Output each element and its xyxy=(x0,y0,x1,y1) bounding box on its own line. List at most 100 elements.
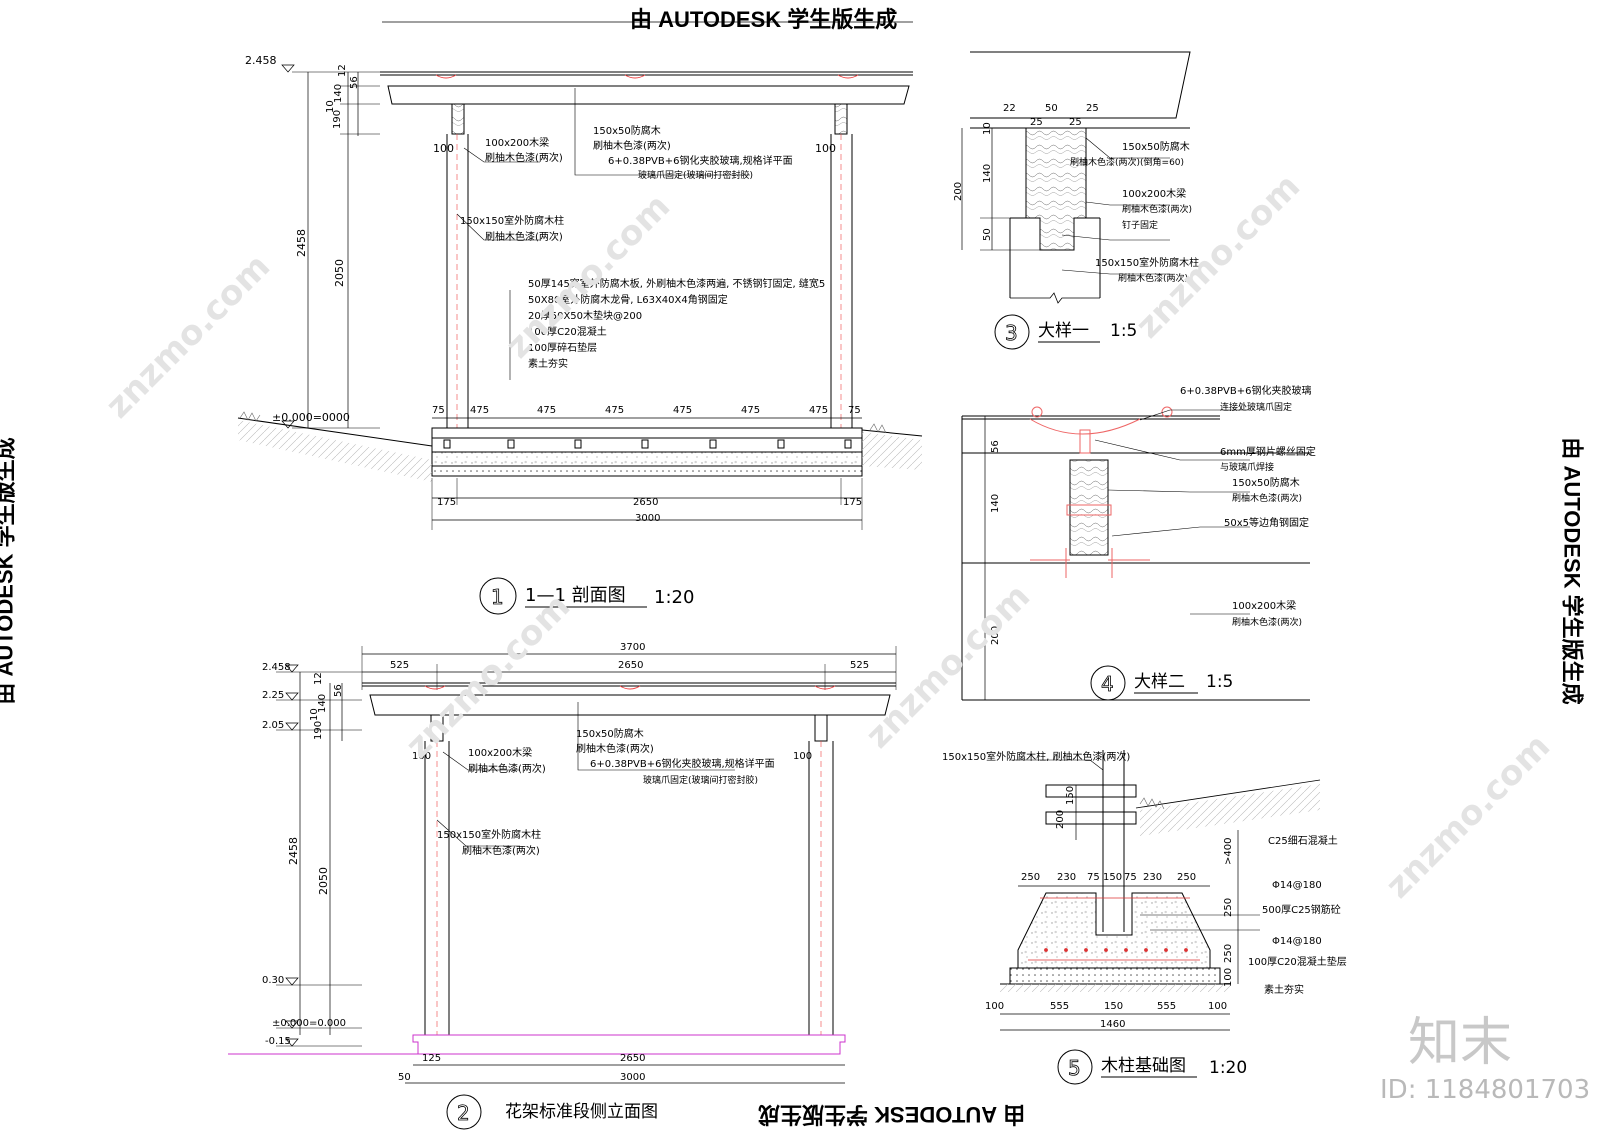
detail-4-text: 56 140 200 6+0.38PVB+6钢化夹胶玻璃 连接处玻璃爪固定 6m… xyxy=(990,384,1316,701)
d5-bot-100b: 100 xyxy=(1208,1001,1227,1012)
s1-beam-line-2: 刷柚木色漆(两次) xyxy=(485,151,563,164)
s1-glass-line-2: 刷柚木色漆(两次) xyxy=(593,139,671,152)
s1-dim-12: 12 xyxy=(337,64,348,77)
autodesk-stamp-left: 由 AUTODESK 学生版生成 xyxy=(0,437,18,704)
s1-floor-6: 素土夯实 xyxy=(528,357,568,370)
s1-top-dim-7: 75 xyxy=(848,405,861,416)
s2-level-225: 2.25 xyxy=(262,690,284,701)
d3-label-1: 150x50防腐木 xyxy=(1122,140,1190,153)
s1-top-dim-0: 75 xyxy=(432,405,445,416)
s1-top-dim-6: 475 xyxy=(809,405,828,416)
d4-title-scale: 1:5 xyxy=(1206,672,1233,692)
s2-dim-12: 12 xyxy=(313,672,324,685)
site-watermark-2: znzmo.com xyxy=(498,186,678,366)
s1-dim-10: 10 xyxy=(325,100,336,113)
d5-label-6: 素土夯实 xyxy=(1264,983,1304,996)
s2-dim-10: 10 xyxy=(309,708,320,721)
s2-level-205: 2.05 xyxy=(262,720,284,731)
s2-beam-line-1: 100x200木梁 xyxy=(468,746,532,759)
d3-dim-25a: 25 xyxy=(1086,103,1099,114)
d5-label-4: Φ14@180 xyxy=(1272,936,1322,947)
detail-3-drawing xyxy=(961,51,1191,304)
s2-post-line-2: 刷柚木色漆(两次) xyxy=(462,844,540,857)
s2-dim-2458: 2458 xyxy=(287,837,300,865)
s1-dim-140: 140 xyxy=(333,84,344,103)
s1-top-dim-2: 475 xyxy=(537,405,556,416)
s1-title-scale: 1:20 xyxy=(654,587,694,608)
s1-top-dim-5: 475 xyxy=(741,405,760,416)
s2-dim-190: 190 xyxy=(313,721,324,740)
d4-label-8: 100x200木梁 xyxy=(1232,599,1296,612)
d5-label-2: Φ14@180 xyxy=(1272,880,1322,891)
s1-post-line-2: 刷柚木色漆(两次) xyxy=(485,230,563,243)
s1-post-line-1: 150x150室外防腐木柱 xyxy=(460,214,564,227)
site-watermarks: znzmo.com znzmo.com znzmo.com znzmo.com … xyxy=(98,166,1558,906)
s1-floor-5: 100厚碎石垫层 xyxy=(528,341,597,354)
s2-bot-dim-3000: 3000 xyxy=(620,1072,645,1083)
s1-glass-line-3: 6+0.38PVB+6钢化夹胶玻璃,规格详平面 xyxy=(608,154,793,167)
s1-bot-dim-1: 2650 xyxy=(633,497,658,508)
s2-beam-line-2: 刷柚木色漆(两次) xyxy=(468,762,546,775)
d3-title: 大样一 xyxy=(1038,321,1089,341)
d4-title: 大样二 xyxy=(1134,672,1185,692)
site-watermark-6: znzmo.com xyxy=(1378,726,1558,906)
s1-dim-2050: 2050 xyxy=(333,259,346,287)
s2-bot-dim-125: 125 xyxy=(422,1053,441,1064)
d3-title-scale: 1:5 xyxy=(1110,321,1137,341)
s1-bot-dim-0: 175 xyxy=(437,497,456,508)
d3-label-6: 150x150室外防腐木柱 xyxy=(1095,256,1199,269)
s1-post-dim-right: 100 xyxy=(815,142,836,155)
s2-dim-525-left: 525 xyxy=(390,660,409,671)
s2-dim-3700: 3700 xyxy=(620,642,645,653)
d3-dim-25b: 25 xyxy=(1030,117,1043,128)
s1-dim-total: 3000 xyxy=(635,513,660,524)
d4-label-4: 与玻璃爪焊接 xyxy=(1220,461,1274,473)
d5-bot-555b: 555 xyxy=(1157,1001,1176,1012)
s1-floor-1: 50厚145宽室外防腐木板, 外刷柚木色漆两遍, 不锈钢钉固定, 缝宽5 xyxy=(528,277,825,290)
s2-dim-56: 56 xyxy=(333,684,344,697)
s2-bot-dim-50: 50 xyxy=(398,1072,411,1083)
s1-dim-56: 56 xyxy=(349,76,360,89)
d4-label-9: 刷柚木色漆(两次) xyxy=(1232,616,1302,628)
s2-glass-line-3: 6+0.38PVB+6钢化夹胶玻璃,规格详平面 xyxy=(590,757,775,770)
s1-beam-line-1: 100x200木梁 xyxy=(485,136,549,149)
s2-post-dim-left: 100 xyxy=(412,751,431,762)
d5-dim-250a: 250 xyxy=(1021,872,1040,883)
s2-title: 花架标准段侧立面图 xyxy=(505,1102,658,1122)
brand-logo: 知末 xyxy=(1408,1013,1513,1073)
d5-dim-75b: 75 xyxy=(1124,872,1137,883)
s2-level-2458: 2.458 xyxy=(262,662,291,673)
d5-title: 木柱基础图 xyxy=(1101,1056,1186,1076)
s1-title-num: 1 xyxy=(491,585,504,609)
s2-glass-line-1: 150x50防腐木 xyxy=(576,727,644,740)
s2-title-num: 2 xyxy=(457,1101,470,1125)
d3-dim-10: 10 xyxy=(982,122,993,135)
site-watermark-5: znzmo.com xyxy=(398,586,578,766)
d5-bot-100a: 100 xyxy=(985,1001,1004,1012)
d5-title-num: 5 xyxy=(1068,1056,1081,1080)
d3-dim-25c: 25 xyxy=(1069,117,1082,128)
d3-dim-200: 200 xyxy=(953,182,964,201)
s1-post-dim-left: 100 xyxy=(433,142,454,155)
s2-post-dim-right: 100 xyxy=(793,751,812,762)
d3-dim-50: 50 xyxy=(1045,103,1058,114)
d5-dim-230a: 230 xyxy=(1057,872,1076,883)
d3-label-4: 刷柚木色漆(两次) xyxy=(1122,203,1192,215)
d5-title-circle xyxy=(1057,1049,1093,1085)
d5-dim-230b: 230 xyxy=(1143,872,1162,883)
s1-title: 1—1 剖面图 xyxy=(525,585,626,606)
s1-level-top: 2.458 xyxy=(245,54,277,67)
d5-right-250b: 250 xyxy=(1223,944,1234,963)
d5-dim-1460: 1460 xyxy=(1100,1019,1125,1030)
s1-glass-line-4: 玻璃爪固定(玻璃间打密封胶) xyxy=(638,169,753,181)
d4-label-3: 6mm厚钢片螺丝固定 xyxy=(1220,445,1316,458)
s1-floor-2: 50X80室外防腐木龙骨, L63X40X4角钢固定 xyxy=(528,293,728,306)
autodesk-stamp-top: 由 AUTODESK 学生版生成 xyxy=(630,7,898,32)
s2-title-circle xyxy=(446,1094,482,1130)
d4-dim-200: 200 xyxy=(990,626,1001,645)
s2-level-neg: -0.15 xyxy=(265,1036,291,1047)
d4-dim-56: 56 xyxy=(990,440,1001,453)
s2-dim-2650: 2650 xyxy=(618,660,643,671)
d3-dim-140: 140 xyxy=(982,164,993,183)
